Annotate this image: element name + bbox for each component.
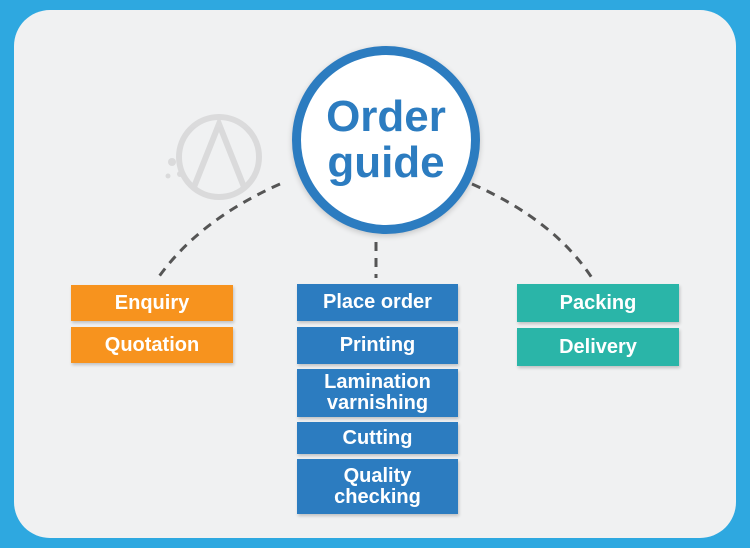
step-delivery: Delivery bbox=[517, 328, 679, 366]
step-packing: Packing bbox=[517, 284, 679, 322]
step-lamination-varnishing: Lamination varnishing bbox=[297, 369, 458, 417]
step-enquiry: Enquiry bbox=[71, 285, 233, 321]
connector-lines bbox=[156, 182, 594, 279]
hub-title-line2: guide bbox=[327, 138, 445, 187]
diagram-panel: Order guide Enquiry Quotation Place orde… bbox=[14, 10, 736, 538]
step-quotation: Quotation bbox=[71, 327, 233, 363]
step-quality-checking: Quality checking bbox=[297, 459, 458, 514]
order-guide-hub: Order guide bbox=[292, 46, 480, 234]
connector-left bbox=[156, 182, 281, 279]
hub-title-line1: Order bbox=[326, 92, 446, 141]
step-cutting: Cutting bbox=[297, 422, 458, 454]
step-place-order: Place order bbox=[297, 284, 458, 321]
step-printing: Printing bbox=[297, 327, 458, 364]
connector-right bbox=[471, 182, 594, 279]
